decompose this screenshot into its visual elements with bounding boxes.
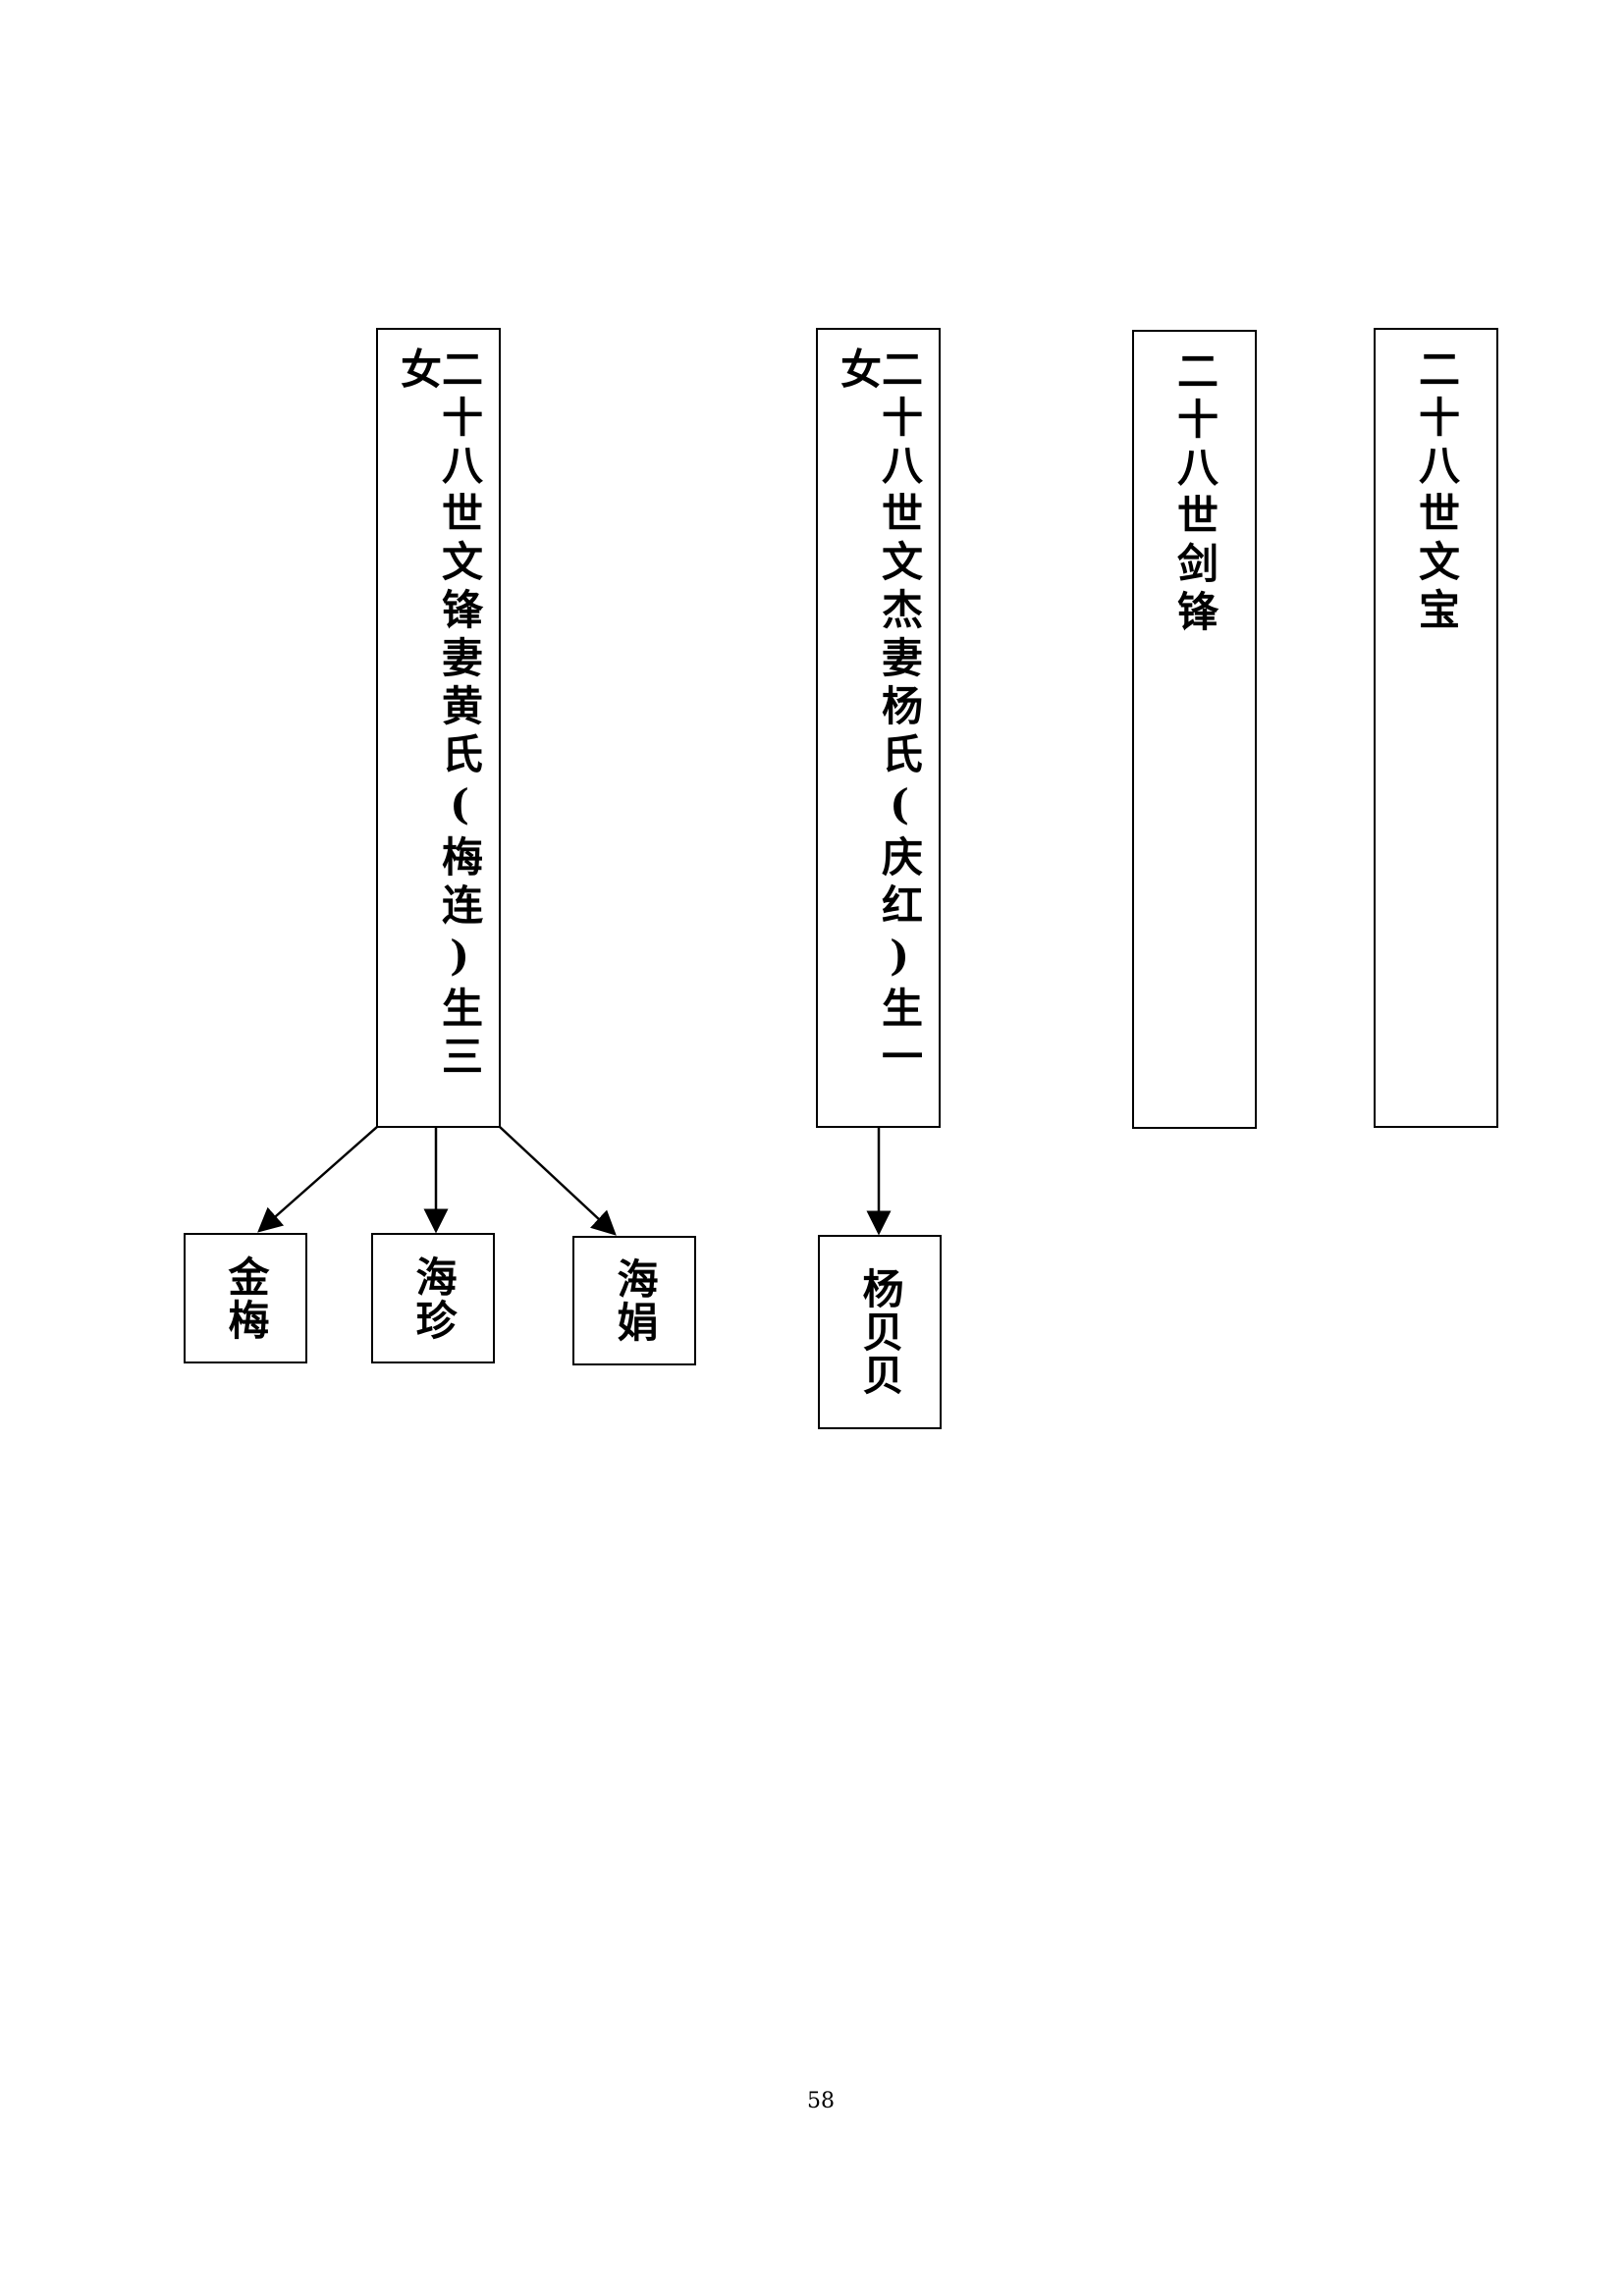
parent-box-wenjie: 二十八世文杰妻杨氏(庆红)生一女 bbox=[816, 328, 941, 1128]
child-box-haijuan: 海娟 bbox=[572, 1236, 696, 1365]
child-box-haizhen: 海珍 bbox=[371, 1233, 495, 1363]
child-box-jinmei: 金梅 bbox=[184, 1233, 307, 1363]
parent-box-wenbao: 二十八世文宝 bbox=[1374, 328, 1498, 1128]
arrow-to-haijuan bbox=[499, 1126, 617, 1236]
parent-box-wenfeng: 二十八世文锋妻黄氏(梅连)生三女 bbox=[376, 328, 501, 1128]
child-box-yangbeibei: 杨贝贝 bbox=[818, 1235, 942, 1429]
page-number: 58 bbox=[807, 2089, 835, 2113]
parent-box-jianfeng: 二十八世剑锋 bbox=[1132, 330, 1257, 1129]
arrow-to-jinmei bbox=[257, 1126, 378, 1233]
